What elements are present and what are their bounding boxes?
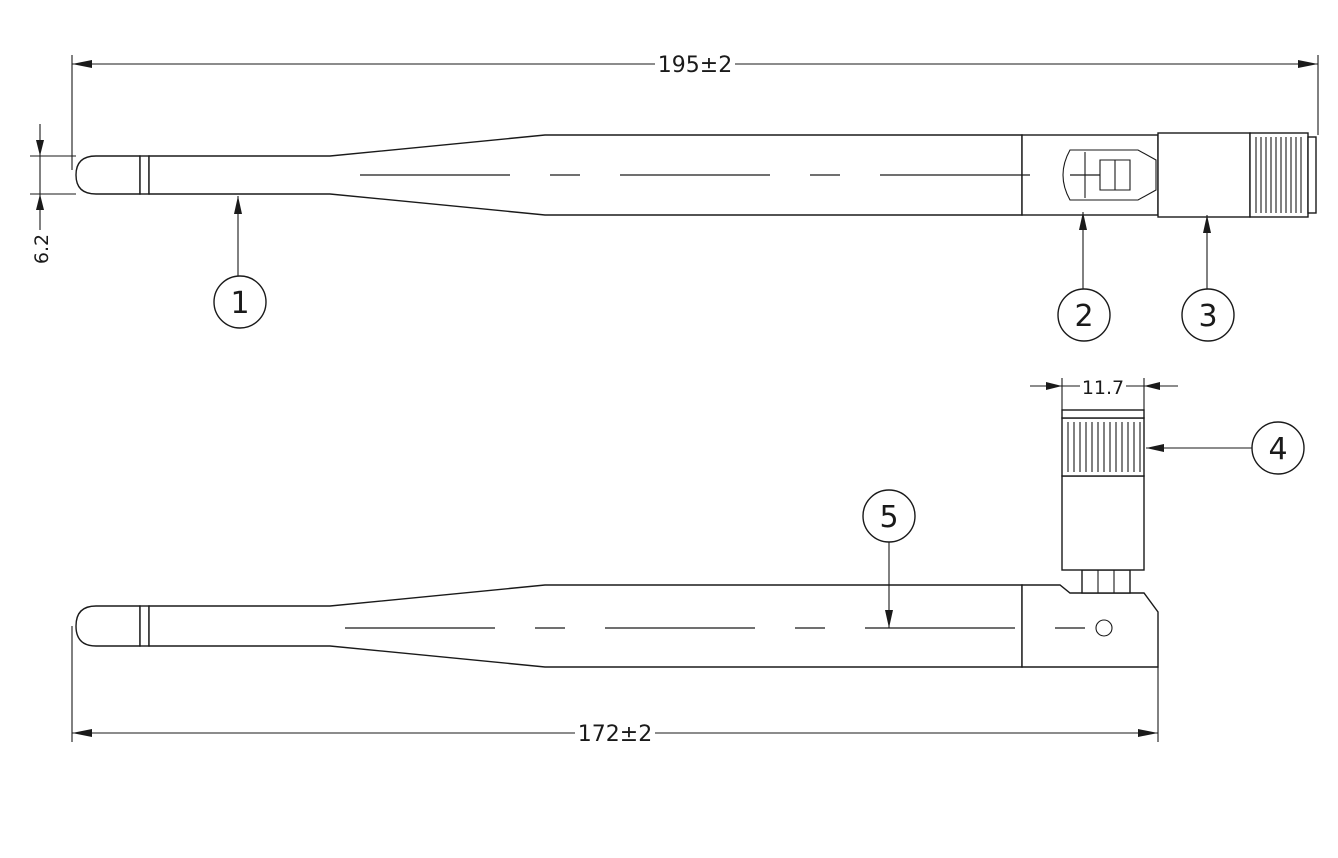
svg-text:3: 3 bbox=[1198, 299, 1217, 334]
balloon-3: 3 bbox=[1181, 215, 1235, 342]
dimension-195: 195±2 bbox=[71, 53, 1319, 170]
bent-tip-collar bbox=[139, 605, 150, 647]
svg-text:2: 2 bbox=[1074, 299, 1093, 334]
balloon-4: 4 bbox=[1146, 421, 1305, 475]
bent-hinge-block bbox=[1021, 584, 1159, 668]
vertical-connector bbox=[1061, 409, 1145, 594]
bent-antenna-whip bbox=[148, 584, 1023, 668]
connector-body bbox=[1157, 132, 1251, 218]
straight-antenna-view bbox=[75, 132, 1317, 218]
balloon-2: 2 bbox=[1057, 212, 1111, 342]
dimension-6-2: 6.2 bbox=[30, 124, 76, 264]
balloon-5: 5 bbox=[862, 489, 916, 628]
antenna-tip bbox=[75, 155, 141, 195]
svg-text:4: 4 bbox=[1268, 432, 1287, 467]
svg-text:5: 5 bbox=[879, 500, 898, 535]
bent-antenna-tip bbox=[75, 605, 141, 647]
vertical-knurled-nut bbox=[1061, 417, 1145, 477]
svg-text:1: 1 bbox=[230, 286, 249, 321]
connector-end bbox=[1307, 136, 1317, 214]
dimension-172: 172±2 bbox=[71, 626, 1159, 747]
dimension-6-2-label: 6.2 bbox=[31, 234, 53, 264]
vertical-connector-body bbox=[1061, 475, 1145, 571]
knurl-lines bbox=[1255, 137, 1302, 213]
knurled-nut bbox=[1249, 132, 1309, 218]
hinge-pivot bbox=[1095, 619, 1113, 637]
dimension-11-7: 11.7 bbox=[1030, 377, 1178, 410]
bent-antenna-view bbox=[75, 409, 1159, 668]
dimension-172-label: 172±2 bbox=[578, 722, 652, 747]
dimension-11-7-label: 11.7 bbox=[1082, 377, 1124, 399]
tip-collar bbox=[139, 155, 150, 195]
balloon-1: 1 bbox=[213, 196, 267, 329]
hinge-joint bbox=[1062, 149, 1157, 201]
dimension-195-label: 195±2 bbox=[658, 53, 732, 78]
connector-pins bbox=[1081, 569, 1131, 594]
vertical-connector-end bbox=[1061, 409, 1145, 419]
